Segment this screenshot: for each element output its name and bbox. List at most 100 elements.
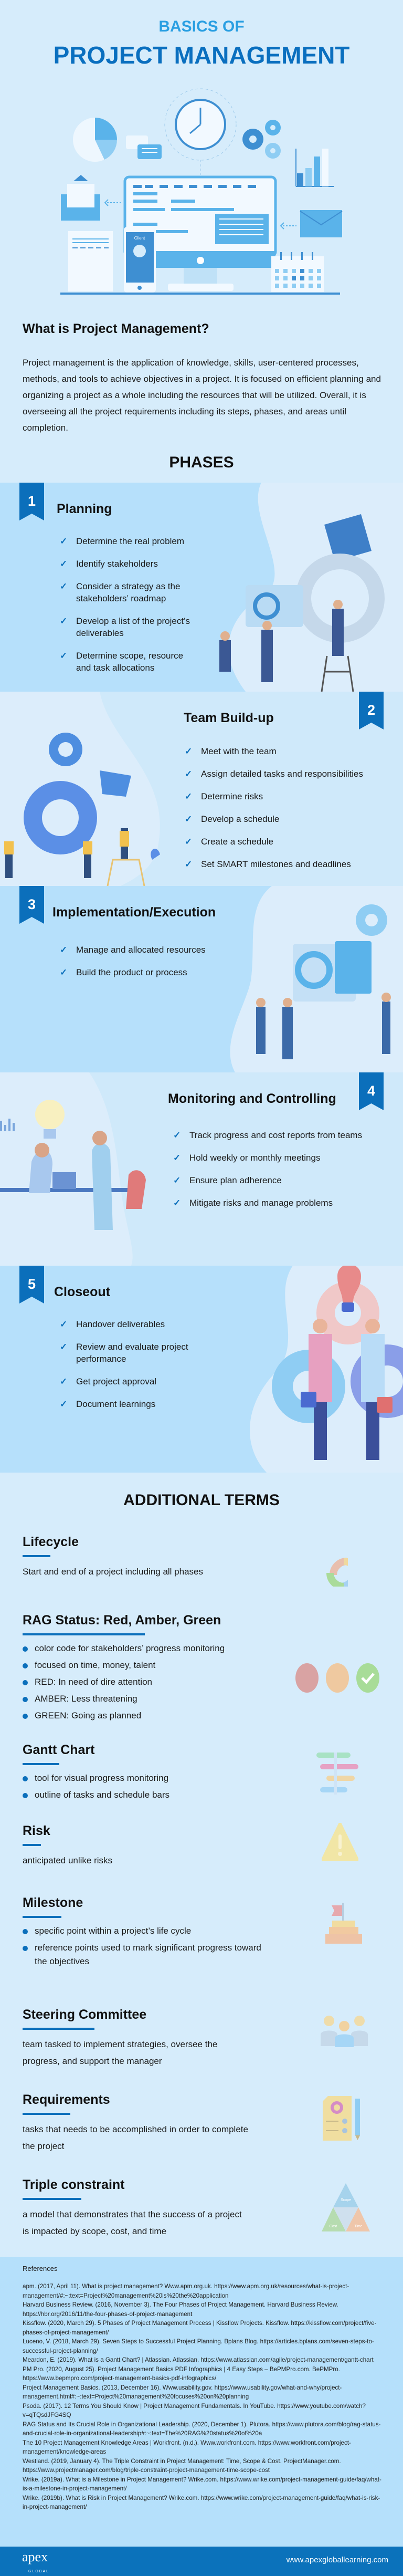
check-icon: ✓ [60, 581, 68, 591]
phase-step-text: Hold weekly or monthly meetings [189, 1153, 321, 1163]
planning-team-illustration [219, 483, 403, 692]
reference-entry: Kissflow. (2020, March 29). 5 Phases of … [23, 2320, 377, 2336]
calendar-icon [271, 252, 324, 292]
time-label: Time [354, 2225, 362, 2228]
phase-step: ✓ Hold weekly or monthly meetings [172, 1152, 382, 1164]
bullet-text: specific point within a project’s life c… [35, 1926, 192, 1936]
bullet-text: reference points used to mark significan… [35, 1943, 261, 1966]
term-bullet-list: specific point within a project’s life c… [23, 1924, 390, 1968]
phase-title: Monitoring and Controlling [168, 1091, 336, 1106]
phase-step-text: Develop a list of the project’s delivera… [76, 616, 190, 638]
term-description: a model that demonstrates that the succe… [23, 2209, 242, 2236]
monitor-gantt-icon [123, 175, 277, 291]
phase-step: ✓Track progress and cost reports from te… [172, 1129, 382, 1141]
bullet-icon [23, 1793, 28, 1798]
bullet-icon [23, 1714, 28, 1719]
phase-step-text: Create a schedule [201, 837, 273, 847]
phase-step-text: Track progress and cost reports from tea… [189, 1130, 363, 1140]
check-icon: ✓ [185, 814, 193, 824]
bullet-text: tool for visual progress monitoring [35, 1773, 169, 1783]
title-underline [23, 1763, 59, 1765]
reference-entry: Wrike. (2019b). What is Risk in Project … [23, 2494, 380, 2511]
page-title: PROJECT MANAGEMENT [53, 41, 350, 69]
phase-step: ✓Handover deliverables [59, 1318, 206, 1330]
team-gears-illustration [0, 692, 160, 886]
footer: apex GLOBAL www.apexgloballearning.com [0, 2547, 403, 2576]
phase-step-text: Develop a schedule [201, 814, 280, 824]
phase-step: ✓Identify stakeholders [59, 558, 200, 570]
term-title: Gantt Chart [23, 1743, 95, 1757]
term-description: tasks that needs to be accomplished in o… [23, 2124, 248, 2151]
reference-entry: RAG Status and Its Crucial Role in Organ… [23, 2421, 381, 2437]
check-icon: ✓ [173, 1153, 181, 1163]
term-title: Lifecycle [23, 1535, 79, 1549]
phases-heading: PHASES [169, 454, 234, 471]
open-envelope-icon [61, 175, 121, 221]
phase-step: ✓Develop a list of the project’s deliver… [59, 615, 200, 639]
check-icon: ✓ [185, 859, 193, 869]
term-gantt-chart: Gantt Chart tool for visual progress moni… [23, 1742, 390, 1805]
reference-entry: Wrike. (2019a). What is a Milestone in P… [23, 2476, 381, 2492]
phase-steps-list: ✓ Track progress and cost reports from te… [172, 1129, 382, 1219]
arrow-left-icon [104, 199, 121, 206]
cost-label: Cost [330, 2225, 337, 2228]
list-item: tool for visual progress monitoring [23, 1771, 269, 1785]
check-icon: ✓ [185, 791, 193, 801]
phase-step: ✓ Create a schedule [184, 836, 383, 848]
phase-step-text: Get project approval [76, 1376, 157, 1386]
document-icon [68, 231, 113, 291]
bullet-icon [23, 1697, 28, 1702]
phone-label: Client [134, 236, 145, 241]
check-icon: ✓ [60, 536, 68, 546]
website-link[interactable]: www.apexgloballearning.com [286, 2556, 388, 2564]
phase-step: ✓Assign detailed tasks and responsibilit… [184, 768, 383, 780]
term-title: Requirements [23, 2092, 110, 2107]
phone-icon: Client [124, 227, 156, 293]
bullet-icon [23, 1680, 28, 1685]
check-icon: ✓ [60, 967, 68, 977]
intro-heading: What is Project Management? [23, 321, 209, 336]
term-title: Steering Committee [23, 2007, 147, 2022]
phase-steps-list: ✓ Determine the real problem ✓Identify sta… [59, 535, 200, 684]
bullet-text: color code for stakeholders’ progress mo… [35, 1643, 225, 1653]
check-icon: ✓ [173, 1175, 181, 1185]
check-icon: ✓ [185, 837, 193, 847]
clock-icon [164, 88, 237, 176]
phase-step: ✓Determine risks [184, 790, 383, 802]
check-icon: ✓ [60, 1399, 68, 1409]
phase-title: Planning [57, 502, 112, 516]
phase-number-ribbon: 2 [359, 692, 384, 729]
references-list: apm. (2017, April 11). What is project m… [23, 2282, 381, 2512]
gantt-chart-icon [316, 1753, 358, 1795]
svg-text:apex: apex [22, 2549, 48, 2564]
phase-step-text: Determine the real problem [76, 536, 184, 546]
check-icon: ✓ [60, 1342, 68, 1352]
phase-step: ✓Build the product or process [59, 966, 237, 978]
phase-step-text: Ensure plan adherence [189, 1175, 282, 1185]
phase-step: ✓Determine scope, resource and task allo… [59, 650, 200, 674]
reference-entry: Luceno, V. (2018, March 29). Seven Steps… [23, 2338, 374, 2354]
phase-steps-list: ✓Meet with the team✓Assign detailed task… [184, 745, 383, 881]
email-envelope-icon [280, 210, 343, 237]
reference-entry: PM Pro. (2020, August 25). Project Manag… [23, 2365, 340, 2382]
title-underline [23, 2028, 94, 2030]
bullet-icon [23, 1646, 28, 1652]
scope-label: Scope [341, 2198, 351, 2202]
list-item: reference points used to mark significan… [23, 1941, 269, 1968]
bullet-text: focused on time, money, talent [35, 1660, 156, 1670]
apex-global-logo: apex GLOBAL [22, 2549, 48, 2573]
milestone-flag-icon [325, 1903, 362, 1944]
phase-title: Team Build-up [184, 711, 274, 725]
phase-step: ✓ Document learnings [59, 1398, 206, 1410]
list-item: AMBER: Less threatening [23, 1692, 269, 1706]
term-title: Triple constraint [23, 2177, 125, 2192]
phase-step-text: Set SMART milestones and deadlines [201, 859, 351, 869]
phase-step-text: Document learnings [76, 1399, 156, 1409]
phase-step-text: Manage and allocated resources [76, 945, 206, 955]
project-management-illustration: Client [60, 88, 343, 295]
check-icon: ✓ [60, 945, 68, 955]
bullet-icon [23, 1776, 28, 1781]
